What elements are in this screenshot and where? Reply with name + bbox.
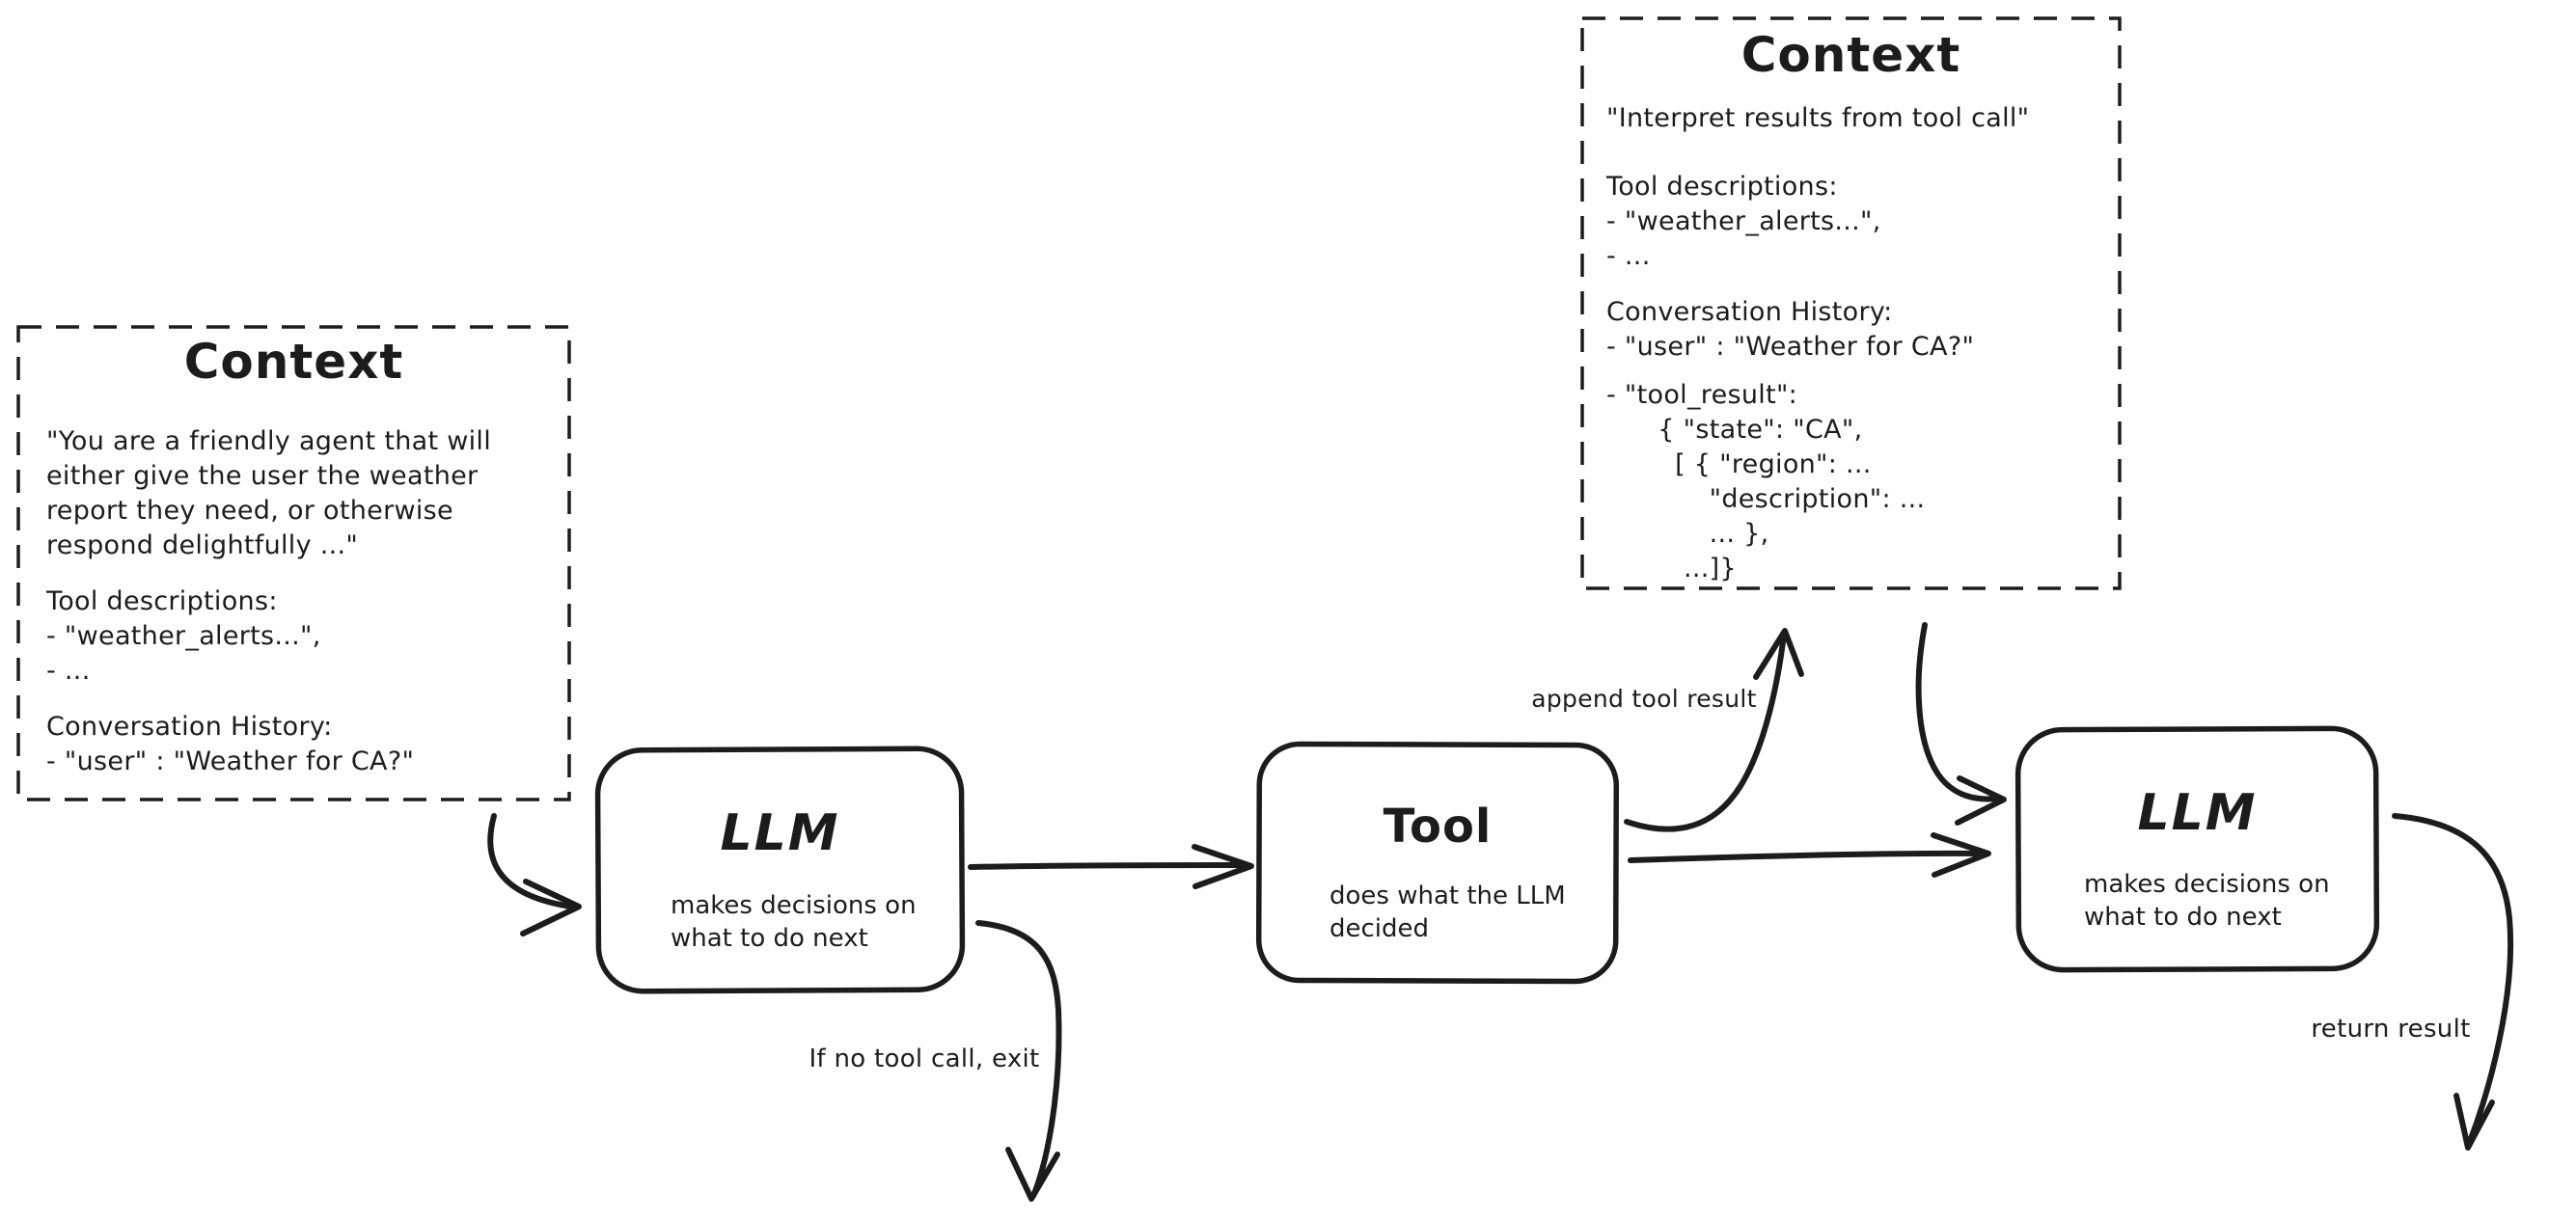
context-box-top-border — [1580, 16, 2122, 590]
edge-label-if-no-tool-call: If no tool call, exit — [808, 1045, 1040, 1073]
llm-node-1-subtitle: makes decisions on what to do next — [671, 891, 917, 953]
context-left-system-prompt: "You are a friendly agent that will eith… — [46, 426, 492, 560]
arrow-context-top-to-llm2-head — [1955, 775, 2007, 826]
context-left-tool-descriptions: Tool descriptions: - "weather_alerts..."… — [46, 586, 321, 686]
context-top-instruction: "Interpret results from tool call" — [1606, 103, 2030, 133]
llm-node-2-title: LLM — [2137, 784, 2258, 842]
context-top-conversation-history: Conversation History: - "user" : "Weathe… — [1606, 297, 1975, 362]
arrow-context-left-to-llm1-head — [520, 879, 582, 936]
tool-node-subtitle: does what the LLM decided — [1329, 882, 1566, 943]
arrow-context-top-to-llm2 — [1915, 622, 1999, 802]
arrow-tool-to-llm2-head — [1931, 832, 1991, 878]
llm-node-1-border — [594, 746, 966, 994]
context-top-tool-result: - "tool_result": { "state": "CA", [ { "r… — [1606, 380, 1926, 583]
context-left-body: "You are a friendly agent that will eith… — [46, 424, 548, 779]
context-box-left-border — [16, 325, 571, 801]
edge-label-return-result: return result — [2311, 1015, 2471, 1044]
arrow-llm1-to-tool-head — [1192, 844, 1254, 889]
llm-node-2-border — [2014, 725, 2380, 973]
llm-node-2-subtitle: makes decisions on what to do next — [2084, 870, 2330, 932]
context-left-conversation-history: Conversation History: - "user" : "Weathe… — [46, 712, 415, 776]
arrow-llm1-exit-head — [1005, 1147, 1060, 1202]
context-top-title: Context — [1740, 27, 1961, 83]
arrow-llm2-return — [2392, 813, 2514, 1147]
arrow-tool-to-llm2 — [1628, 850, 1985, 863]
arrow-context-left-to-llm1 — [487, 813, 574, 909]
context-top-body: "Interpret results from tool call" Tool … — [1606, 101, 2098, 586]
tool-node-border — [1255, 741, 1620, 985]
context-left-title: Context — [183, 334, 404, 390]
arrow-llm1-to-tool — [968, 862, 1246, 870]
llm-node-1-title: LLM — [720, 804, 840, 862]
tool-node-title: Tool — [1383, 800, 1493, 854]
context-top-tool-descriptions: Tool descriptions: - "weather_alerts..."… — [1606, 172, 1881, 271]
arrow-llm2-return-head — [2453, 1093, 2495, 1151]
edge-label-append-tool-result: append tool result — [1531, 685, 1757, 713]
arrow-tool-to-context-top-head — [1753, 628, 1804, 680]
arrow-tool-to-context-top — [1624, 632, 1787, 832]
arrow-llm1-exit — [975, 920, 1062, 1199]
